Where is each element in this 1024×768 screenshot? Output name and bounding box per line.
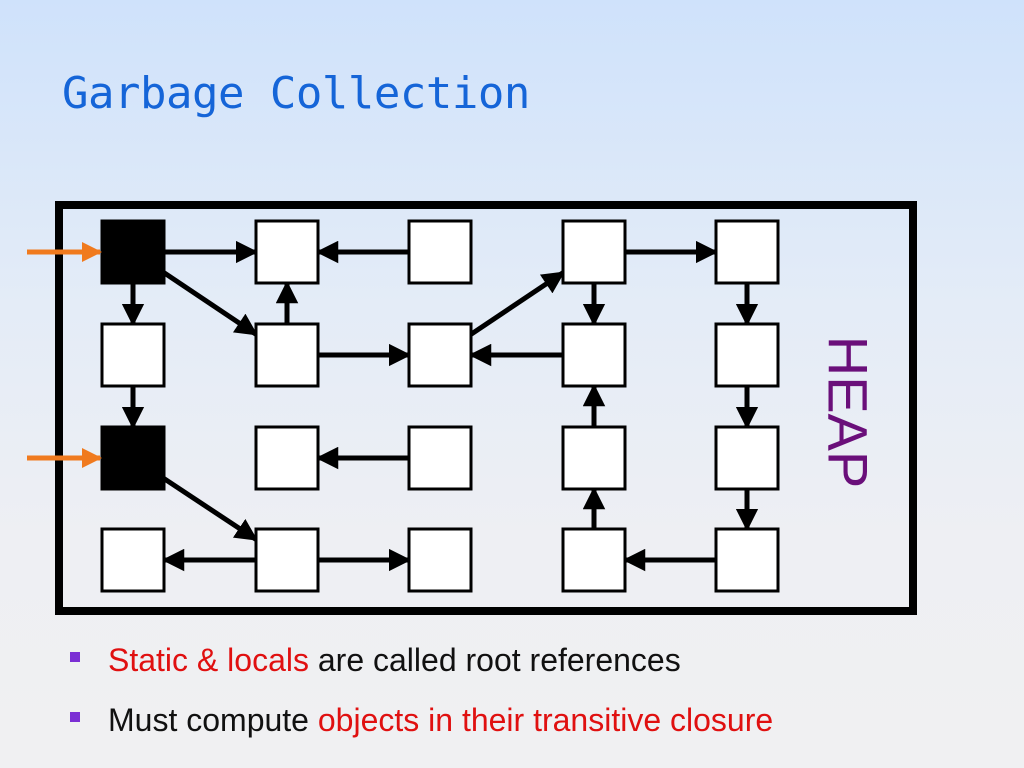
heap-object-c2 [254, 425, 320, 491]
edges-layer [121, 240, 759, 572]
heap-object-c4 [561, 425, 627, 491]
heap-object-b3 [407, 322, 473, 388]
bullet-highlight: Static & locals [108, 641, 309, 678]
heap-label: HEAP [816, 335, 880, 489]
bullet-text: are called root references [308, 641, 681, 678]
heap-object-b2 [254, 322, 320, 388]
reference-arrow-b3-a4 [469, 270, 565, 337]
bullet-marker [70, 712, 80, 722]
root-object-c1 [100, 425, 166, 491]
reference-arrow-a1-b2 [162, 270, 258, 337]
bullet-marker [70, 652, 80, 662]
heap-object-a5 [714, 219, 780, 285]
heap-object-a2 [254, 219, 320, 285]
heap-object-b1 [100, 322, 166, 388]
heap-object-d2 [254, 527, 320, 593]
heap-object-b4 [561, 322, 627, 388]
heap-object-d1 [100, 527, 166, 593]
heap-object-a3 [407, 219, 473, 285]
heap-object-c5 [714, 425, 780, 491]
nodes-layer [100, 219, 780, 593]
root-pointers-layer [27, 242, 102, 468]
heap-object-c3 [407, 425, 473, 491]
heap-object-b5 [714, 322, 780, 388]
heap-object-a4 [561, 219, 627, 285]
bullet-text: Must compute [108, 701, 318, 738]
bullet-list: Static & locals are called root referenc… [70, 630, 773, 750]
bullet-highlight: objects in their transitive closure [317, 701, 774, 738]
heap-object-d4 [561, 527, 627, 593]
heap-object-d3 [407, 527, 473, 593]
heap-object-d5 [714, 527, 780, 593]
slide-title: Garbage Collection [62, 68, 530, 119]
bullet-item-2: Must compute objects in their transitive… [70, 690, 773, 750]
reference-arrow-c1-d2 [162, 476, 258, 542]
heap-boundary [55, 201, 917, 615]
bullet-item-1: Static & locals are called root referenc… [70, 630, 773, 690]
root-object-a1 [100, 219, 166, 285]
